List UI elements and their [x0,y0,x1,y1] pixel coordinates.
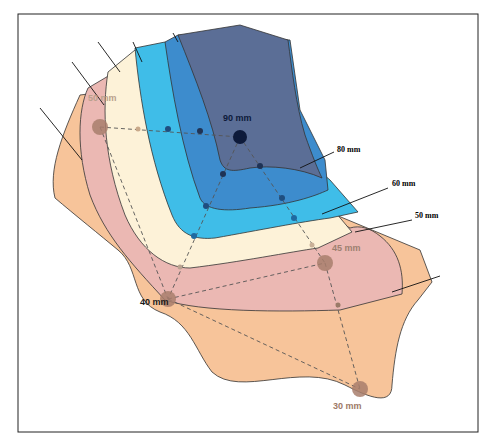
link-line [240,137,325,263]
link-line [168,263,325,299]
contour-label: 50 mm [415,212,438,221]
crossing-dot [197,128,203,134]
station-dot [233,130,247,144]
station-dot [352,381,368,397]
station-value: 50 mm [88,94,117,104]
leader-line [322,188,388,214]
station-value: 90 mm [223,114,252,124]
contour-extensions [40,33,440,292]
leader-lines [300,152,412,232]
leader-line [355,220,412,232]
contour-line [173,33,178,42]
contour-label: 60 mm [392,180,415,189]
crossing-dot [191,233,197,239]
station-value: 45 mm [332,244,361,254]
station-dot [92,119,108,135]
contour-line [40,108,82,160]
link-line [100,127,168,299]
crossing-dot [165,126,171,132]
contour-line [98,42,120,72]
contour-bands [53,25,432,398]
crossing-dots [136,126,341,308]
link-line [100,127,240,137]
crossing-dot [136,127,141,132]
contour-line [392,276,440,292]
leader-line [300,152,334,168]
crossing-dot [203,203,209,209]
station-value: 30 mm [333,402,362,412]
link-line [168,137,240,299]
crossing-dot [310,243,315,248]
contour-line [133,42,142,62]
crossing-dot [279,195,285,201]
link-line [168,299,360,389]
frame [18,14,478,432]
band-90 [178,25,322,178]
station-value: 40 mm [140,298,169,308]
link-line [325,263,360,389]
station-dot [317,255,333,271]
crossing-dot [178,265,183,270]
crossing-dot [336,303,341,308]
crossing-dot [291,215,297,221]
station-links [100,127,360,389]
crossing-dot [220,171,226,177]
stations [92,119,368,397]
contour-label: 80 mm [337,146,360,155]
crossing-dot [257,163,263,169]
